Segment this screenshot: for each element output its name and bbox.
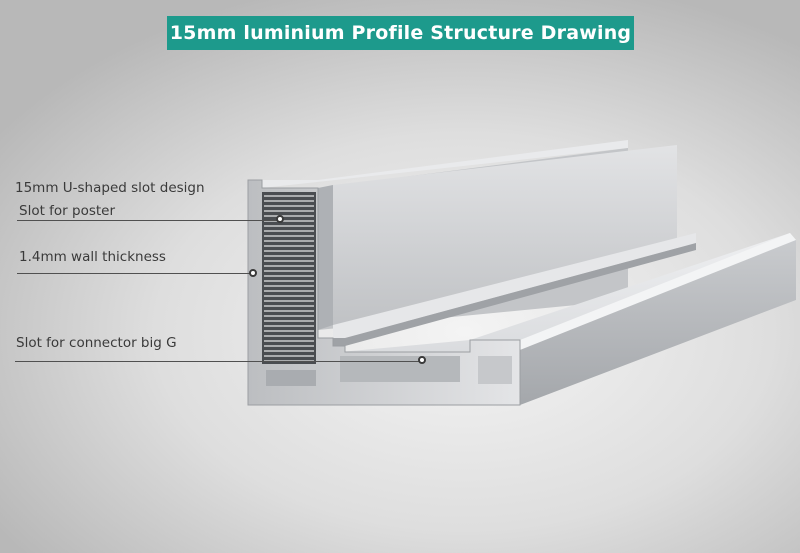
- inner-wall-front-face: [318, 145, 677, 330]
- middle-shelf-top: [333, 233, 696, 338]
- inner-wall-edge: [318, 185, 333, 330]
- callout-wall-thickness-label: 1.4mm wall thickness: [19, 249, 166, 265]
- callout-poster-slot-leader: [17, 220, 279, 221]
- section-cavity-left: [266, 370, 316, 386]
- callout-poster-slot-marker: [276, 215, 284, 223]
- base-front-face: [520, 240, 796, 405]
- callout-wall-thickness-leader: [17, 273, 252, 274]
- base-right-lip: [470, 233, 796, 350]
- callout-connector-slot-label: Slot for connector big G: [16, 335, 177, 351]
- middle-shelf-front: [333, 243, 696, 346]
- callout-u-slot-label: 15mm U-shaped slot design: [15, 180, 205, 196]
- back-wall-top-face: [262, 140, 628, 188]
- section-cavity-lip: [478, 356, 512, 384]
- callout-poster-slot-label: Slot for poster: [19, 203, 116, 219]
- section-cavity-right: [340, 356, 460, 382]
- callout-connector-slot-marker: [418, 356, 426, 364]
- ribbed-slot-area: [262, 192, 316, 364]
- diagram-title: 15mm luminium Profile Structure Drawing: [169, 22, 632, 44]
- ribbed-slot-teeth: [264, 195, 314, 362]
- title-banner: 15mm luminium Profile Structure Drawing: [167, 16, 634, 50]
- callout-wall-thickness-marker: [249, 269, 257, 277]
- callout-connector-slot-leader: [15, 361, 422, 362]
